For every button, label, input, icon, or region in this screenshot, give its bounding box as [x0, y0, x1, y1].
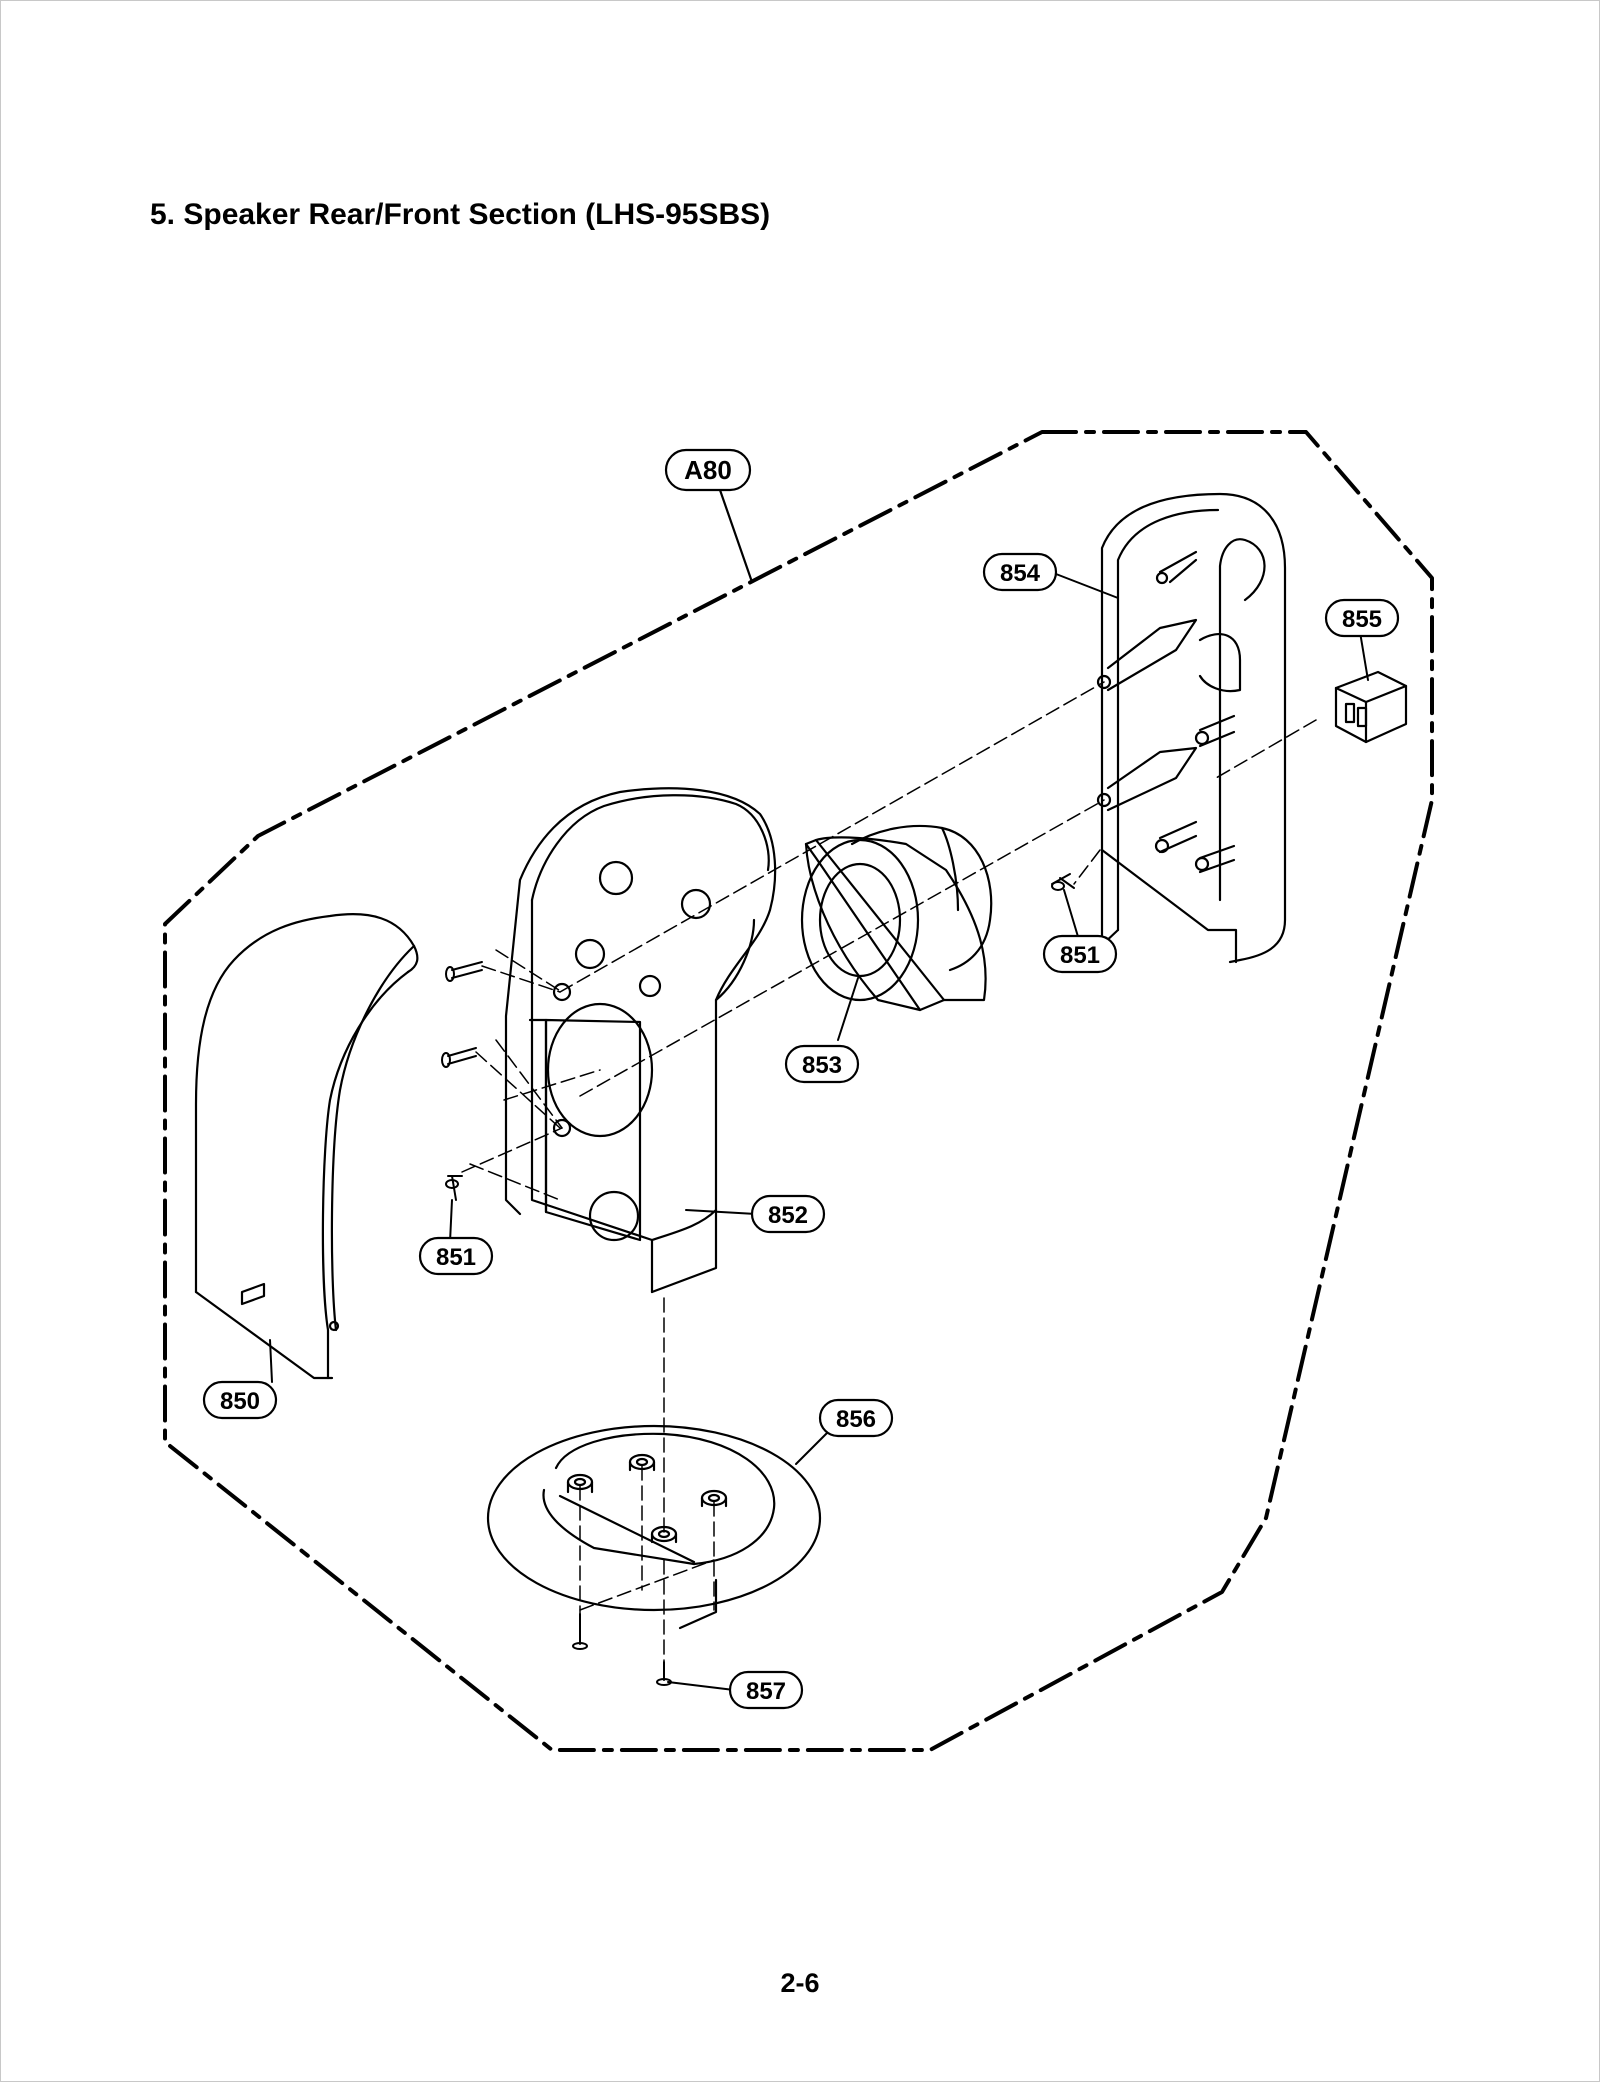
callout-a80: A80: [664, 448, 752, 492]
callout-852-text: 852: [768, 1202, 808, 1229]
callout-855-text: 855: [1342, 606, 1382, 633]
stand-base-drawing: [486, 1424, 822, 1630]
page-number: 2-6: [780, 1968, 820, 1998]
callout-851-right: 851: [1042, 934, 1118, 974]
callout-856-text: 856: [836, 1406, 876, 1433]
terminal-drawing: [1334, 670, 1408, 744]
callout-851-right-text: 851: [1060, 942, 1100, 969]
leader-lines: [269, 573, 1369, 1691]
leader-a80: [718, 488, 754, 584]
front-cabinet-drawing: [504, 787, 777, 1294]
callout-850: 850: [202, 1380, 278, 1420]
callout-857-text: 857: [746, 1678, 786, 1705]
callout-853-text: 853: [802, 1052, 842, 1079]
rear-cover-drawing: [194, 913, 419, 1380]
assembly-boundary: [163, 430, 1434, 1752]
callout-a80-text: A80: [684, 455, 732, 485]
callout-852: 852: [750, 1194, 826, 1234]
assembly-guide-lines: [461, 681, 1317, 1663]
callout-857: 857: [728, 1670, 804, 1710]
callout-851-left-text: 851: [436, 1244, 476, 1271]
screws-drawing: [441, 873, 1075, 1686]
callout-854-text: 854: [1000, 560, 1041, 587]
speaker-unit-drawing: [800, 824, 993, 1012]
callout-850-text: 850: [220, 1388, 260, 1415]
callout-853: 853: [784, 1044, 860, 1084]
callout-856: 856: [818, 1398, 894, 1438]
callout-854: 854: [982, 552, 1058, 592]
rear-cabinet-drawing: [1096, 492, 1287, 964]
callout-855: 855: [1324, 598, 1400, 638]
section-title: 5. Speaker Rear/Front Section (LHS-95SBS…: [150, 198, 771, 231]
callout-851-left: 851: [418, 1236, 494, 1276]
